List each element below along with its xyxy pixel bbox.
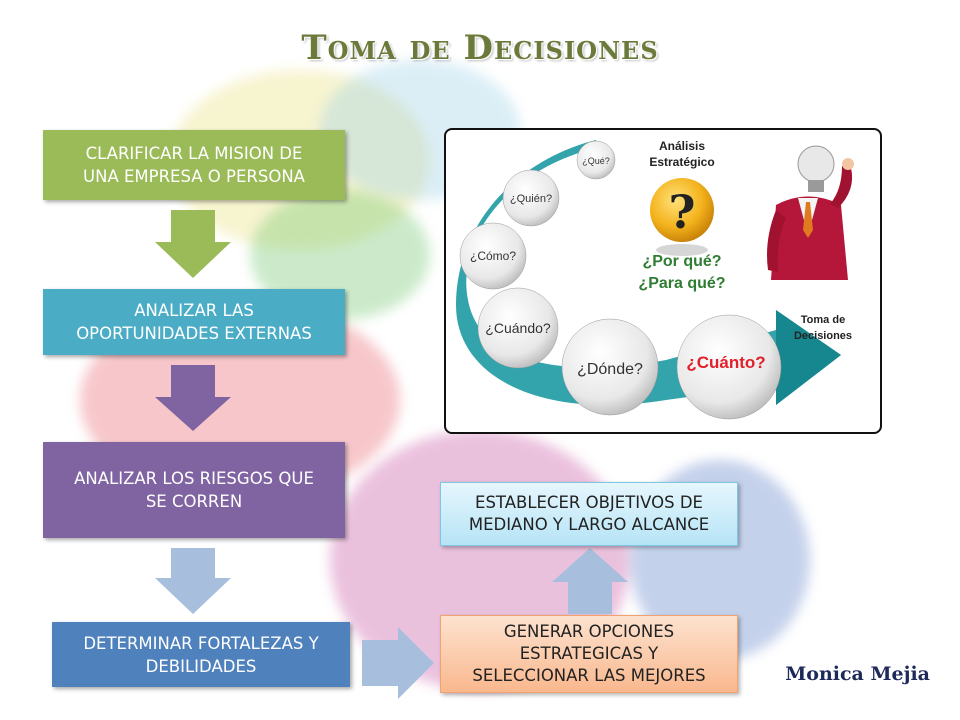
businessman-lightbulb-icon bbox=[767, 145, 854, 280]
step-analyze-risks: ANALIZAR LOS RIESGOS QUE SE CORREN bbox=[43, 442, 345, 538]
box-set-objectives: ESTABLECER OBJETIVOS DE MEDIANO Y LARGO … bbox=[440, 482, 738, 546]
bubble-label: ¿Dónde? bbox=[577, 361, 643, 378]
step-strengths-weaknesses: DETERMINAR FORTALEZAS Y DEBILIDADES bbox=[52, 622, 350, 687]
box-line: SELECCIONAR LAS MEJORES bbox=[472, 666, 706, 685]
bubble-como: ¿Cómo? bbox=[459, 222, 527, 290]
bubble-label: ¿Quién? bbox=[510, 193, 552, 205]
svg-text:?: ? bbox=[669, 185, 696, 239]
step-line: OPORTUNIDADES EXTERNAS bbox=[76, 324, 312, 343]
arrow-label: Toma de bbox=[801, 314, 845, 326]
box-line: GENERAR OPCIONES bbox=[503, 622, 675, 641]
bubble-label: ¿Cómo? bbox=[470, 249, 516, 263]
bubble-quien: ¿Quién? bbox=[502, 169, 560, 227]
bubble-cuanto: ¿Cuánto? bbox=[676, 314, 782, 420]
step-line: ANALIZAR LOS RIESGOS QUE bbox=[74, 469, 314, 488]
decision-diagram-svg: Análisis Estratégico ? ¿Por qué? ¿Para q… bbox=[456, 139, 854, 420]
page-title: Toma de Decisiones bbox=[301, 28, 659, 68]
step-line: SE CORREN bbox=[145, 492, 243, 511]
box-line: ESTRATEGICAS Y bbox=[519, 644, 659, 663]
bubble-donde: ¿Dónde? bbox=[561, 318, 659, 416]
step-clarify-mission: CLARIFICAR LA MISION DE UNA EMPRESA O PE… bbox=[43, 130, 345, 200]
bubble-que: ¿Qué? bbox=[576, 140, 616, 180]
step-line: DEBILIDADES bbox=[145, 656, 257, 676]
bubble-label: ¿Cuándo? bbox=[485, 320, 551, 336]
question-mark-icon: ? bbox=[650, 178, 714, 256]
center-question: ¿Por qué? bbox=[642, 253, 721, 270]
step-line: UNA EMPRESA O PERSONA bbox=[83, 167, 305, 186]
step-analyze-opportunities: ANALIZAR LAS OPORTUNIDADES EXTERNAS bbox=[43, 289, 345, 355]
step-line: DETERMINAR FORTALEZAS Y bbox=[83, 633, 319, 653]
bubble-label: ¿Cuánto? bbox=[686, 353, 765, 372]
bubble-label: ¿Qué? bbox=[582, 156, 610, 166]
author-name: Monica Mejia bbox=[785, 663, 930, 685]
decision-diagram: Análisis Estratégico ? ¿Por qué? ¿Para q… bbox=[444, 128, 882, 434]
diagram-header: Análisis bbox=[659, 139, 705, 153]
box-generate-options: GENERAR OPCIONES ESTRATEGICAS Y SELECCIO… bbox=[440, 615, 738, 693]
step-line: ANALIZAR LAS bbox=[134, 301, 254, 320]
box-line: ESTABLECER OBJETIVOS DE bbox=[475, 493, 703, 512]
arrow-label: Decisiones bbox=[794, 330, 852, 342]
center-question: ¿Para qué? bbox=[638, 275, 725, 292]
diagram-header: Estratégico bbox=[649, 155, 714, 169]
box-line: MEDIANO Y LARGO ALCANCE bbox=[468, 515, 710, 534]
step-line: CLARIFICAR LA MISION DE bbox=[85, 144, 303, 163]
bubble-cuando: ¿Cuándo? bbox=[477, 287, 559, 369]
